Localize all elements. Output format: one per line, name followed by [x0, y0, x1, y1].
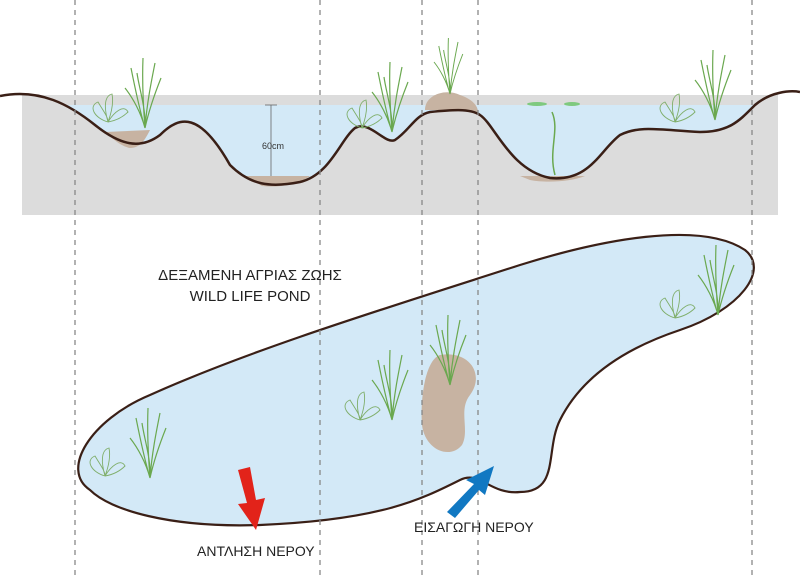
depth-label: 60cm: [262, 141, 285, 151]
inlet-arrow: [447, 466, 494, 518]
inlet-label: ΕΙΣΑΓΩΓΗ ΝΕΡΟΥ: [414, 519, 534, 535]
title-greek: ΔΕΞΑΜΕΝΗ ΑΓΡΙΑΣ ΖΩΗΣ: [158, 267, 342, 284]
pump-label: ΑΝΤΛΗΣΗ ΝΕΡΟΥ: [197, 543, 315, 559]
pump-arrow: [238, 467, 265, 530]
pond-outline: [77, 233, 755, 527]
stone-mound: [425, 92, 478, 112]
ground-profile-line: [0, 90, 800, 186]
plan-view: [77, 233, 755, 527]
ground-fill: [22, 93, 778, 215]
title-english: WILD LIFE POND: [189, 288, 311, 305]
stone-island: [421, 354, 476, 453]
diagram-title: ΔΕΞΑΜΕΝΗ ΑΓΡΙΑΣ ΖΩΗΣ WILD LIFE POND: [0, 265, 500, 307]
cross-section: [0, 37, 800, 215]
